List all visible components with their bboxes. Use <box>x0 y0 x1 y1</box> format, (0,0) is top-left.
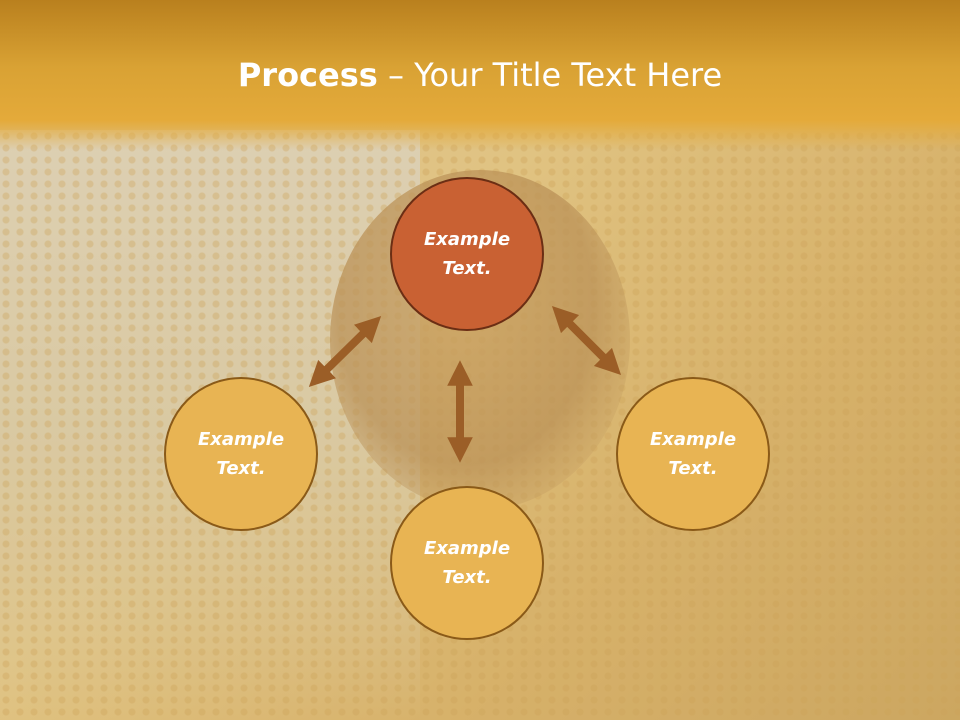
title-rest: Your Title Text Here <box>414 56 723 94</box>
double-arrow-icon <box>308 316 382 387</box>
double-arrow-icon <box>551 305 622 376</box>
slide-title[interactable]: Process – Your Title Text Here <box>0 56 960 94</box>
process-node-left[interactable]: Example Text. <box>164 377 318 531</box>
title-bold: Process <box>237 56 378 94</box>
node-label: Example Text. <box>423 538 511 588</box>
process-node-bottom[interactable]: Example Text. <box>390 486 544 640</box>
title-separator: – <box>377 56 415 94</box>
title-bar <box>0 0 960 150</box>
node-label: Example Text. <box>649 429 737 479</box>
node-label: Example Text. <box>423 229 511 279</box>
node-label: Example Text. <box>197 429 285 479</box>
process-node-right[interactable]: Example Text. <box>616 377 770 531</box>
process-node-top[interactable]: Example Text. <box>390 177 544 331</box>
